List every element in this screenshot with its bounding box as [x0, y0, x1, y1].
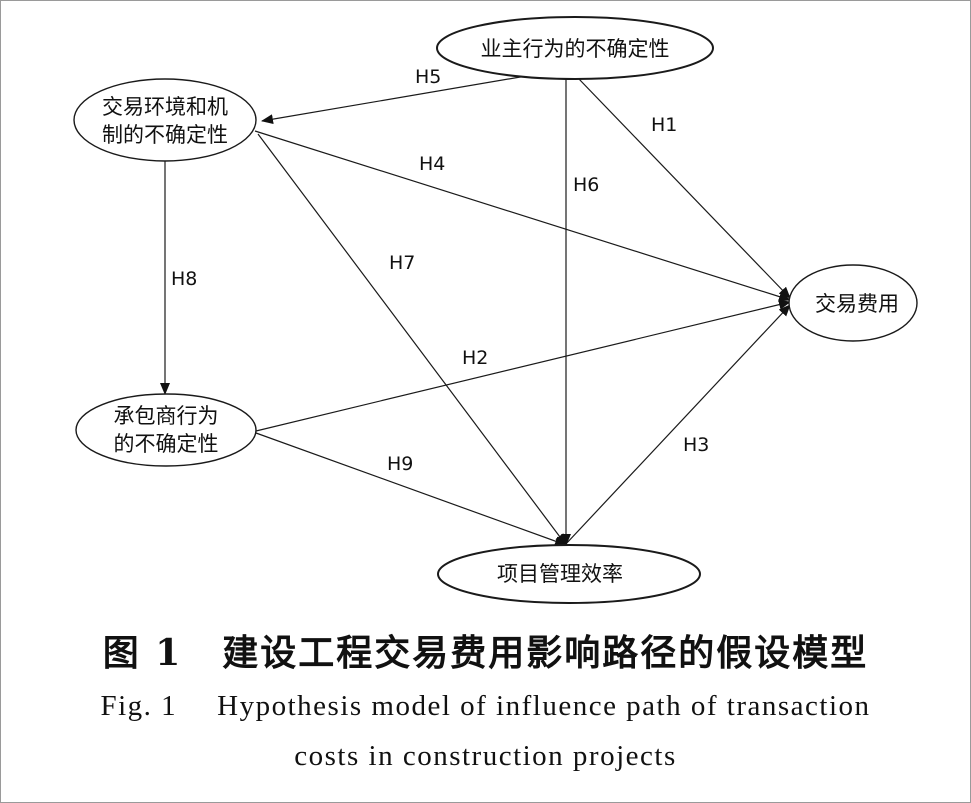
- figure-caption-chinese: 图 1 建设工程交易费用影响路径的假设模型: [0, 624, 971, 676]
- edge-label-h8: H8: [171, 268, 197, 290]
- figure-caption-english-line-2: costs in construction projects: [0, 740, 971, 773]
- edge-label-h4: H4: [419, 153, 445, 175]
- figure-title-english-line-1: Hypothesis model of influence path of tr…: [217, 690, 871, 722]
- figure-number-english: Fig. 1: [100, 690, 178, 722]
- figure-caption-english-line-1: Fig. 1 Hypothesis model of influence path…: [0, 690, 971, 723]
- edge-h7-line: [257, 133, 567, 546]
- node-owner-label: 业主行为的不确定性: [481, 37, 670, 61]
- edge-label-h5: H5: [415, 66, 441, 88]
- node-cost-label: 交易费用: [815, 292, 899, 316]
- edges: [160, 74, 791, 546]
- edge-h5-line: [261, 74, 533, 125]
- node-owner-ellipse: [436, 16, 714, 80]
- figure-title-chinese: 建设工程交易费用影响路径的假设模型: [222, 632, 869, 674]
- node-environment-ellipse: [73, 78, 257, 162]
- node-contractor-uncertainty: 承包商行为 的不确定性: [75, 393, 257, 467]
- edge-label-h1: H1: [651, 114, 677, 136]
- node-contractor-label-line-1: 承包商行为: [114, 404, 219, 428]
- edge-h4-line: [254, 130, 791, 302]
- edge-h9-line: [255, 432, 567, 546]
- node-environment-label-line-2: 制的不确定性: [102, 123, 228, 147]
- edge-label-h7: H7: [389, 252, 415, 274]
- edge-labels: H1 H2 H3 H4 H5 H6 H7 H8 H9: [171, 66, 709, 475]
- node-efficiency-ellipse: [437, 544, 701, 604]
- edge-h2-line: [255, 299, 791, 432]
- node-environment-uncertainty: 交易环境和机 制的不确定性: [73, 78, 257, 162]
- node-contractor-ellipse: [75, 393, 257, 467]
- node-owner-uncertainty: 业主行为的不确定性: [436, 16, 714, 80]
- edge-label-h3: H3: [683, 434, 709, 456]
- edge-label-h2: H2: [462, 347, 488, 369]
- hypothesis-model-diagram: H1 H2 H3 H4 H5 H6 H7 H8 H9 业主行为的不确定性 交易环…: [73, 16, 918, 604]
- node-transaction-cost: 交易费用: [788, 264, 918, 342]
- node-cost-ellipse: [788, 264, 918, 342]
- figure-title-english-line-2: costs in construction projects: [294, 740, 677, 772]
- edge-label-h6: H6: [573, 174, 599, 196]
- edge-label-h9: H9: [387, 453, 413, 475]
- node-contractor-label-line-2: 的不确定性: [114, 432, 219, 456]
- figure-number-chinese: 图 1: [102, 632, 183, 674]
- edge-h3-line: [564, 304, 791, 546]
- edge-h1-line: [577, 77, 791, 299]
- node-management-efficiency: 项目管理效率: [437, 544, 701, 604]
- node-environment-label-line-1: 交易环境和机: [102, 95, 228, 119]
- node-efficiency-label: 项目管理效率: [497, 562, 623, 586]
